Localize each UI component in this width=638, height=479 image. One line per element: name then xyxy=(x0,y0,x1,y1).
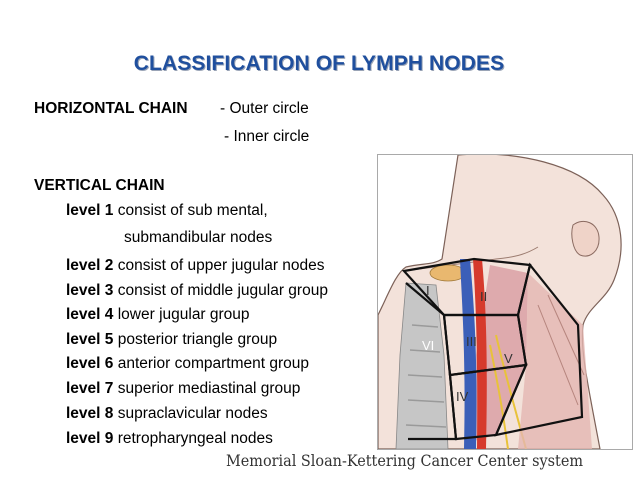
level-row: level 8 supraclavicular nodes xyxy=(66,405,268,423)
level-row: level 9 retropharyngeal nodes xyxy=(66,430,273,448)
level-description: consist of sub mental, xyxy=(117,202,268,219)
level-label: level 6 xyxy=(66,355,114,372)
level-description-continued: submandibular nodes xyxy=(124,229,273,246)
level-label: level 5 xyxy=(66,331,114,348)
region-label-iii: III xyxy=(466,334,477,349)
level-row: level 2 consist of upper jugular nodes xyxy=(66,257,325,275)
level-description: anterior compartment group xyxy=(117,355,309,372)
level-row: level 6 anterior compartment group xyxy=(66,355,309,373)
region-label-iv: IV xyxy=(456,389,469,404)
neck-illustration: I II III IV V VI xyxy=(378,155,622,449)
level-row: level 5 posterior triangle group xyxy=(66,331,277,349)
vertical-chain-heading: VERTICAL CHAIN xyxy=(34,177,165,194)
region-label-vi: VI xyxy=(422,338,434,353)
level-label: level 9 xyxy=(66,430,114,447)
level-description: superior mediastinal group xyxy=(117,380,301,397)
level-label: level 3 xyxy=(66,282,114,299)
outer-circle-text: - Outer circle xyxy=(220,100,309,117)
level-description: consist of upper jugular nodes xyxy=(117,257,325,274)
level-description: posterior triangle group xyxy=(117,331,278,348)
level-description: lower jugular group xyxy=(117,306,250,323)
horizontal-chain-label: HORIZONTAL CHAIN xyxy=(34,100,188,117)
level-row: level 7 superior mediastinal group xyxy=(66,380,300,398)
level-row: level 4 lower jugular group xyxy=(66,306,250,324)
neck-anatomy-figure: I II III IV V VI xyxy=(377,154,633,450)
level-row: level 3 consist of middle jugular group xyxy=(66,282,328,300)
level-label: level 2 xyxy=(66,257,114,274)
level-label: level 7 xyxy=(66,380,114,397)
level-row: level 1 consist of sub mental, xyxy=(66,202,268,220)
level-label: level 1 xyxy=(66,202,114,219)
region-label-i: I xyxy=(426,283,430,298)
level-label: level 8 xyxy=(66,405,114,422)
level-description: consist of middle jugular group xyxy=(117,282,328,299)
inner-circle-text: - Inner circle xyxy=(224,128,310,145)
level-label: level 4 xyxy=(66,306,114,323)
region-label-ii: II xyxy=(480,289,487,304)
page-title: CLASSIFICATION OF LYMPH NODES xyxy=(133,52,505,75)
figure-caption: Memorial Sloan-Kettering Cancer Center s… xyxy=(226,452,584,470)
level-description: supraclavicular nodes xyxy=(117,405,268,422)
level-description: retropharyngeal nodes xyxy=(117,430,273,447)
region-label-v: V xyxy=(504,351,513,366)
horizontal-chain-heading: HORIZONTAL CHAIN xyxy=(34,100,188,118)
